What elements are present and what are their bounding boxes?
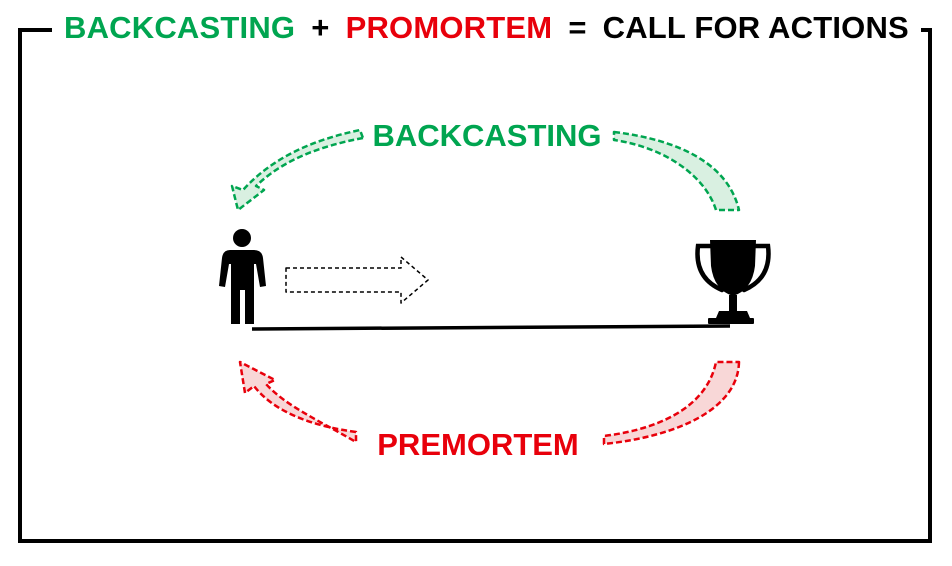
trophy-icon	[695, 240, 771, 324]
backcasting-arrow-right	[612, 130, 741, 212]
title-bar: BACKCASTING + PROMORTEM = CALL FOR ACTIO…	[52, 6, 921, 50]
title-backcasting: BACKCASTING	[64, 10, 296, 45]
backcasting-arrow-left	[230, 128, 365, 212]
person-icon	[219, 229, 266, 324]
premortem-arrow-left	[238, 360, 358, 444]
premortem-arrow-right	[602, 360, 741, 446]
title-call-for-actions: CALL FOR ACTIONS	[602, 10, 909, 45]
forward-arrow-icon	[285, 256, 429, 304]
title-promortem: PROMORTEM	[345, 10, 553, 45]
timeline-line	[251, 324, 731, 331]
title-plus: +	[311, 10, 330, 45]
premortem-label: PREMORTEM	[377, 427, 579, 462]
backcasting-label: BACKCASTING	[372, 118, 601, 153]
title-equals: =	[568, 10, 587, 45]
